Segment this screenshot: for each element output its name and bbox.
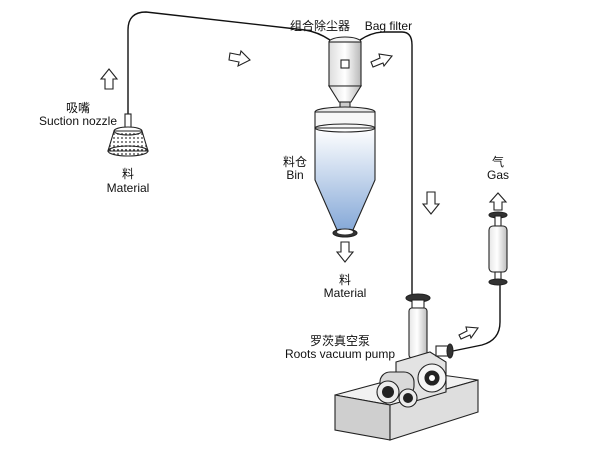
suction-nozzle-label-en: Suction nozzle	[38, 114, 118, 128]
flow-arrow-up-suction	[99, 68, 119, 90]
flow-arrow-right-top	[228, 49, 251, 68]
suction-pipe	[127, 11, 331, 116]
flow-arrow-right-filter	[370, 53, 394, 68]
flow-arrow-right-pump	[458, 326, 479, 340]
bag-filter-label-en: Bag filter	[364, 19, 413, 33]
material-bin	[314, 106, 376, 238]
material-bin-label-cn: 料	[338, 273, 352, 287]
pump-label-en: Roots vacuum pump	[284, 347, 396, 361]
material-left-label-en: Material	[106, 181, 150, 195]
gas-label-cn: 气	[491, 155, 505, 169]
flow-arrow-down-pipe	[421, 191, 441, 215]
gas-label-en: Gas	[486, 168, 510, 182]
suction-nozzle-label-cn: 吸嘴	[65, 101, 91, 115]
bag-filter-label: 组合除尘器 Bag filter	[290, 19, 412, 33]
pump-label-cn: 罗茨真空泵	[309, 334, 371, 348]
filter-to-pump-pipe	[359, 31, 413, 294]
silencer	[488, 211, 508, 286]
flow-arrow-down-bin	[335, 241, 355, 263]
roots-vacuum-pump	[334, 293, 479, 441]
bin-label-en: Bin	[286, 168, 304, 182]
flow-arrow-up-gas	[488, 192, 508, 211]
material-bin-label-en: Material	[323, 286, 367, 300]
pump-to-silencer-pipe	[447, 282, 501, 353]
material-left-label-cn: 料	[121, 167, 135, 181]
bin-label-cn: 料仓	[282, 155, 308, 169]
bag-filter	[328, 36, 362, 118]
bag-filter-label-cn: 组合除尘器	[290, 19, 351, 33]
suction-nozzle	[107, 113, 149, 157]
